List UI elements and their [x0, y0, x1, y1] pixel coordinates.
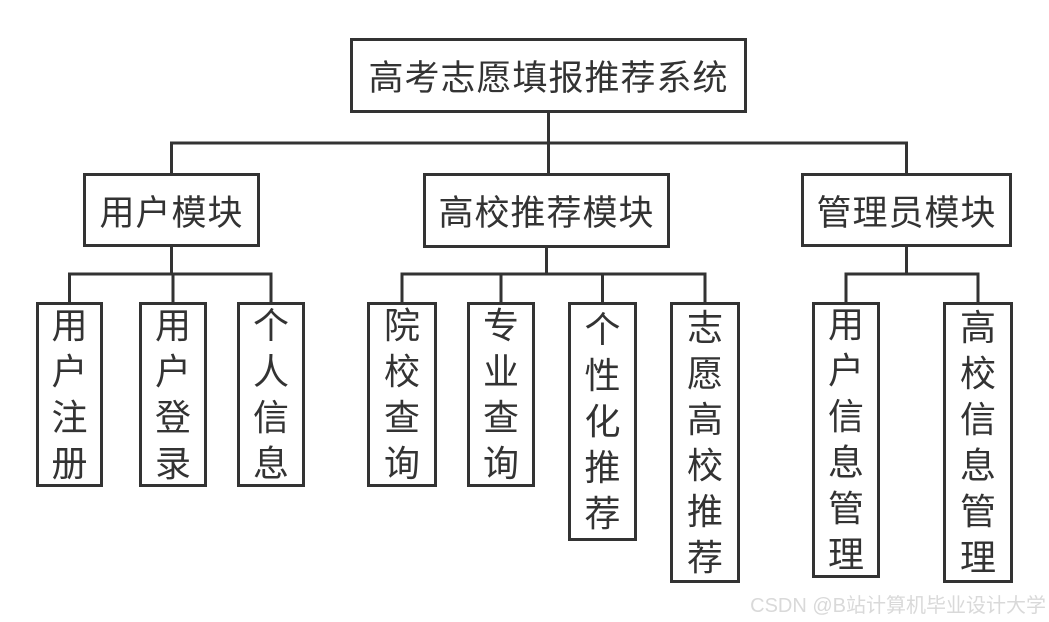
csdn-watermark: CSDN @B站计算机毕业设计大学: [750, 595, 1046, 617]
node-user-login: 用户登录: [139, 302, 207, 487]
connector-admin-group: [844, 247, 980, 302]
node-major-query: 专业查询: [467, 302, 535, 487]
node-user-register: 用户注册: [36, 302, 103, 487]
node-college-info-manage: 高校信息管理: [943, 302, 1013, 583]
node-personal-info: 个人信息: [237, 302, 305, 487]
connector-level1: [170, 141, 908, 173]
node-user-info-manage: 用户信息管理: [812, 302, 880, 578]
connector-user-group: [68, 247, 273, 302]
connector-recommend-group: [400, 247, 707, 302]
node-volunteer-college-recommend: 志愿高校推荐: [670, 302, 740, 583]
node-personalized-recommend: 个性化推荐: [568, 302, 637, 541]
node-admin-module: 管理员模块: [801, 173, 1012, 247]
node-user-module: 用户模块: [83, 173, 260, 247]
node-recommend-module: 高校推荐模块: [423, 173, 670, 248]
node-college-query: 院校查询: [367, 302, 437, 487]
node-root-title: 高考志愿填报推荐系统: [350, 38, 747, 113]
